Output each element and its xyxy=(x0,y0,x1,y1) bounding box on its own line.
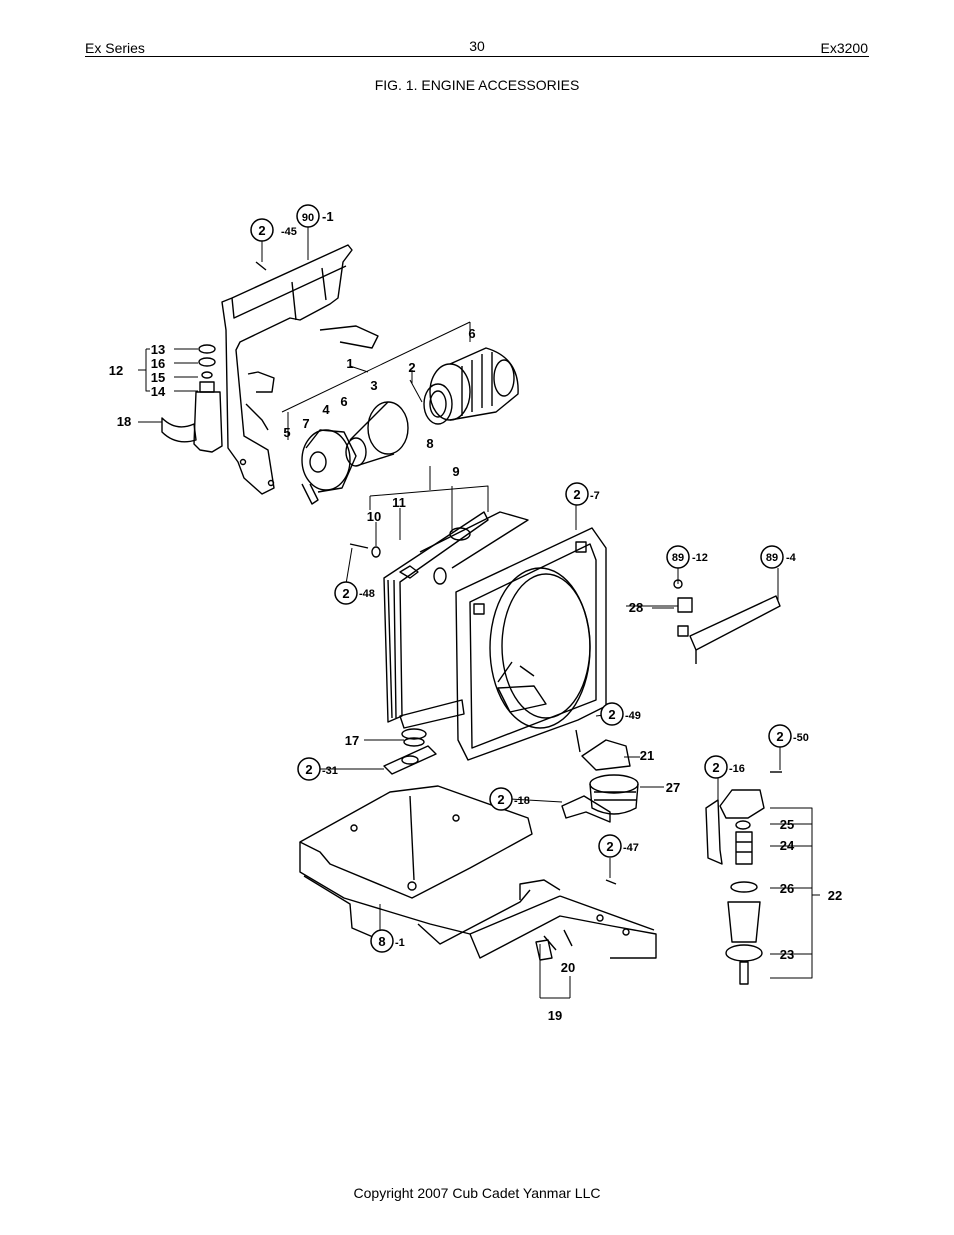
part-22: 22 xyxy=(828,888,842,903)
svg-text:2: 2 xyxy=(606,839,613,854)
header-rule xyxy=(85,56,869,57)
header-series: Ex Series xyxy=(85,40,145,56)
svg-text:-1: -1 xyxy=(322,209,334,224)
callout-8-1: 8 -1 xyxy=(370,929,405,953)
part-28: 28 xyxy=(629,600,643,615)
callout-90-1: 90 -1 xyxy=(296,204,334,228)
part-14: 14 xyxy=(151,384,166,399)
callout-2-7: 2 -7 xyxy=(565,482,600,506)
svg-text:2: 2 xyxy=(305,762,312,777)
svg-text:2: 2 xyxy=(497,792,504,807)
part-5: 5 xyxy=(283,425,290,440)
svg-text:89: 89 xyxy=(672,552,684,564)
part-10: 10 xyxy=(367,509,381,524)
fan-shroud xyxy=(455,527,607,761)
part-15: 15 xyxy=(151,370,165,385)
svg-text:8: 8 xyxy=(378,934,385,949)
sediment-bowl-assembly xyxy=(161,344,223,453)
svg-text:-48: -48 xyxy=(359,588,375,600)
part-19: 19 xyxy=(548,1008,562,1023)
fuel-filter xyxy=(561,729,639,823)
part-17: 17 xyxy=(345,733,359,748)
callout-89-12: 89 -12 xyxy=(666,545,708,569)
svg-text:-45: -45 xyxy=(281,226,297,238)
bolts xyxy=(255,261,617,961)
svg-text:-7: -7 xyxy=(590,490,600,502)
part-4: 4 xyxy=(322,402,330,417)
callout-2-48: 2 -48 xyxy=(334,581,375,605)
part-16: 16 xyxy=(151,356,165,371)
callout-2-18: 2 -18 xyxy=(489,787,530,811)
svg-text:-47: -47 xyxy=(623,842,639,854)
leader-lines xyxy=(138,226,820,999)
relay-bracket xyxy=(673,579,781,664)
callout-2-50: 2 -50 xyxy=(768,724,809,748)
svg-text:2: 2 xyxy=(258,223,265,238)
part-1: 1 xyxy=(346,356,353,371)
svg-text:90: 90 xyxy=(302,212,314,224)
part-24: 24 xyxy=(780,838,795,853)
main-frame xyxy=(299,785,657,959)
page-number: 30 xyxy=(469,38,485,54)
part-6-lower: 6 xyxy=(340,394,347,409)
svg-text:-49: -49 xyxy=(625,710,641,722)
svg-text:2: 2 xyxy=(342,586,349,601)
svg-text:2: 2 xyxy=(573,487,580,502)
part-18: 18 xyxy=(117,414,131,429)
svg-text:-50: -50 xyxy=(793,732,809,744)
svg-text:89: 89 xyxy=(766,552,778,564)
svg-text:-12: -12 xyxy=(692,552,708,564)
part-6-upper: 6 xyxy=(468,326,475,341)
svg-text:2: 2 xyxy=(776,729,783,744)
svg-text:-18: -18 xyxy=(514,795,530,807)
callout-2-47: 2 -47 xyxy=(598,834,639,858)
callout-2-49: 2 -49 xyxy=(600,702,641,726)
part-13: 13 xyxy=(151,342,165,357)
svg-text:-4: -4 xyxy=(786,552,797,564)
upper-bracket-frame xyxy=(221,244,379,495)
water-separator xyxy=(705,771,782,985)
svg-text:-1: -1 xyxy=(395,937,405,949)
part-3: 3 xyxy=(370,378,377,393)
part-2: 2 xyxy=(408,360,415,375)
radiator-mount xyxy=(383,737,437,775)
air-cleaner-assembly xyxy=(301,347,519,505)
svg-text:-16: -16 xyxy=(729,763,745,775)
part-27: 27 xyxy=(666,780,680,795)
part-12: 12 xyxy=(109,363,123,378)
part-20: 20 xyxy=(561,960,575,975)
callout-2-16: 2 -16 xyxy=(704,755,745,779)
part-21: 21 xyxy=(640,748,654,763)
callout-2-31: 2 -31 xyxy=(297,757,338,781)
footer-copyright: Copyright 2007 Cub Cadet Yanmar LLC xyxy=(353,1185,601,1201)
part-7: 7 xyxy=(302,416,309,431)
callout-89-4: 89 -4 xyxy=(760,545,797,569)
svg-text:-31: -31 xyxy=(322,765,338,777)
svg-text:2: 2 xyxy=(608,707,615,722)
figure-title: FIG. 1. ENGINE ACCESSORIES xyxy=(374,77,580,93)
header-model: Ex3200 xyxy=(820,40,868,56)
part-9: 9 xyxy=(452,464,459,479)
part-26: 26 xyxy=(780,881,794,896)
callout-2-45: 2 -45 xyxy=(250,218,297,242)
part-11: 11 xyxy=(392,495,406,510)
svg-text:2: 2 xyxy=(712,760,719,775)
part-25: 25 xyxy=(780,817,794,832)
radiator xyxy=(383,511,529,740)
part-8: 8 xyxy=(426,436,433,451)
part-23: 23 xyxy=(780,947,794,962)
